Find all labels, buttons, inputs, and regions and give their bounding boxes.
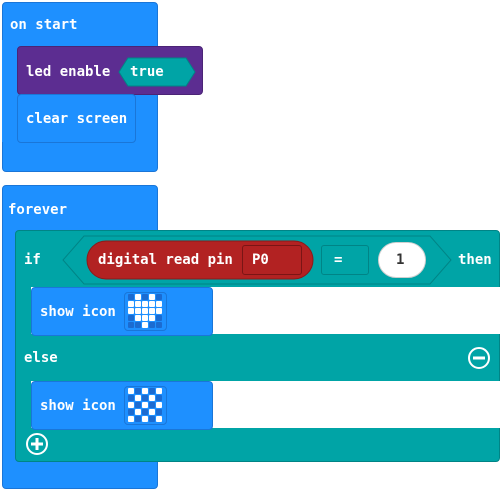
then-show-icon-block[interactable] <box>31 287 213 336</box>
value-input[interactable] <box>378 242 426 278</box>
heart-icon-led-24 <box>156 322 162 328</box>
plus-circle-icon[interactable] <box>25 432 49 456</box>
heart-icon <box>128 294 162 328</box>
if-label: if <box>24 252 41 268</box>
checkerboard-icon-led-24 <box>156 416 162 422</box>
checkerboard-icon-led-9 <box>156 395 162 401</box>
checkerboard-icon-led-12 <box>142 402 148 408</box>
heart-icon-led-21 <box>135 322 141 328</box>
heart-icon-led-10 <box>128 308 134 314</box>
clear-screen-label: clear screen <box>26 111 128 127</box>
led-enable-label: led enable <box>26 64 111 80</box>
checkerboard-icon-led-16 <box>135 409 141 415</box>
heart-icon-led-19 <box>156 315 162 321</box>
checkerboard-icon-led-17 <box>142 409 148 415</box>
checkerboard-icon-led-1 <box>135 388 141 394</box>
heart-icon-led-22 <box>142 322 148 328</box>
pin-dropdown[interactable] <box>242 245 302 275</box>
heart-icon-led-5 <box>128 301 134 307</box>
else-label: else <box>24 350 58 366</box>
checkerboard-icon-led-21 <box>135 416 141 422</box>
checkerboard-icon-led-23 <box>149 416 155 422</box>
then-label: then <box>458 252 492 268</box>
operator-dropdown[interactable] <box>321 245 369 275</box>
checkerboard-icon-led-20 <box>128 416 134 422</box>
checkerboard-icon-led-4 <box>156 388 162 394</box>
heart-icon-led-20 <box>128 322 134 328</box>
heart-icon-led-17 <box>142 315 148 321</box>
then-show-icon-label: show icon <box>40 304 116 320</box>
heart-icon-led-15 <box>128 315 134 321</box>
operator-value: = <box>334 252 343 268</box>
on-start-label: on start <box>10 17 78 33</box>
checkerboard-icon-led-3 <box>149 388 155 394</box>
checkerboard-icon-led-15 <box>128 409 134 415</box>
heart-icon-led-14 <box>156 308 162 314</box>
value-input-text: 1 <box>396 252 405 268</box>
checkerboard-icon-led-13 <box>149 402 155 408</box>
heart-icon-led-11 <box>135 308 141 314</box>
heart-icon-led-1 <box>135 294 141 300</box>
heart-icon-led-3 <box>149 294 155 300</box>
checkerboard-icon-led-19 <box>156 409 162 415</box>
heart-icon-led-9 <box>156 301 162 307</box>
checkerboard-icon-led-6 <box>135 395 141 401</box>
checkerboard-icon-led-14 <box>156 402 162 408</box>
checkerboard-icon-led-22 <box>142 416 148 422</box>
led-enable-value-pill[interactable] <box>118 57 196 87</box>
checkerboard-icon-led-11 <box>135 402 141 408</box>
clear-screen-block[interactable] <box>17 94 136 143</box>
led-enable-value: true <box>130 64 164 80</box>
forever-label: forever <box>8 202 68 218</box>
pin-dropdown-value: P0 <box>252 252 269 268</box>
heart-icon-led-12 <box>142 308 148 314</box>
checkerboard-icon-led-8 <box>149 395 155 401</box>
checkerboard-icon-led-0 <box>128 388 134 394</box>
checkerboard-icon-led-18 <box>149 409 155 415</box>
checkerboard-icon-led-5 <box>128 395 134 401</box>
heart-icon-led-0 <box>128 294 134 300</box>
heart-icon-led-2 <box>142 294 148 300</box>
checkerboard-icon-led-2 <box>142 388 148 394</box>
heart-icon-led-16 <box>135 315 141 321</box>
on-start-inner-slot <box>2 40 18 142</box>
heart-icon-led-4 <box>156 294 162 300</box>
heart-icon-led-6 <box>135 301 141 307</box>
else-show-icon-label: show icon <box>40 398 116 414</box>
checkerboard-icon-led-7 <box>142 395 148 401</box>
digital-read-pin-label: digital read pin <box>98 252 233 268</box>
heart-icon-led-7 <box>142 301 148 307</box>
else-show-icon-block[interactable] <box>31 381 213 430</box>
checkerboard-icon <box>128 388 162 422</box>
heart-icon-led-23 <box>149 322 155 328</box>
checkerboard-icon-led-10 <box>128 402 134 408</box>
heart-icon-led-8 <box>149 301 155 307</box>
heart-icon-led-13 <box>149 308 155 314</box>
heart-icon-led-18 <box>149 315 155 321</box>
minus-circle-icon[interactable] <box>467 346 491 370</box>
